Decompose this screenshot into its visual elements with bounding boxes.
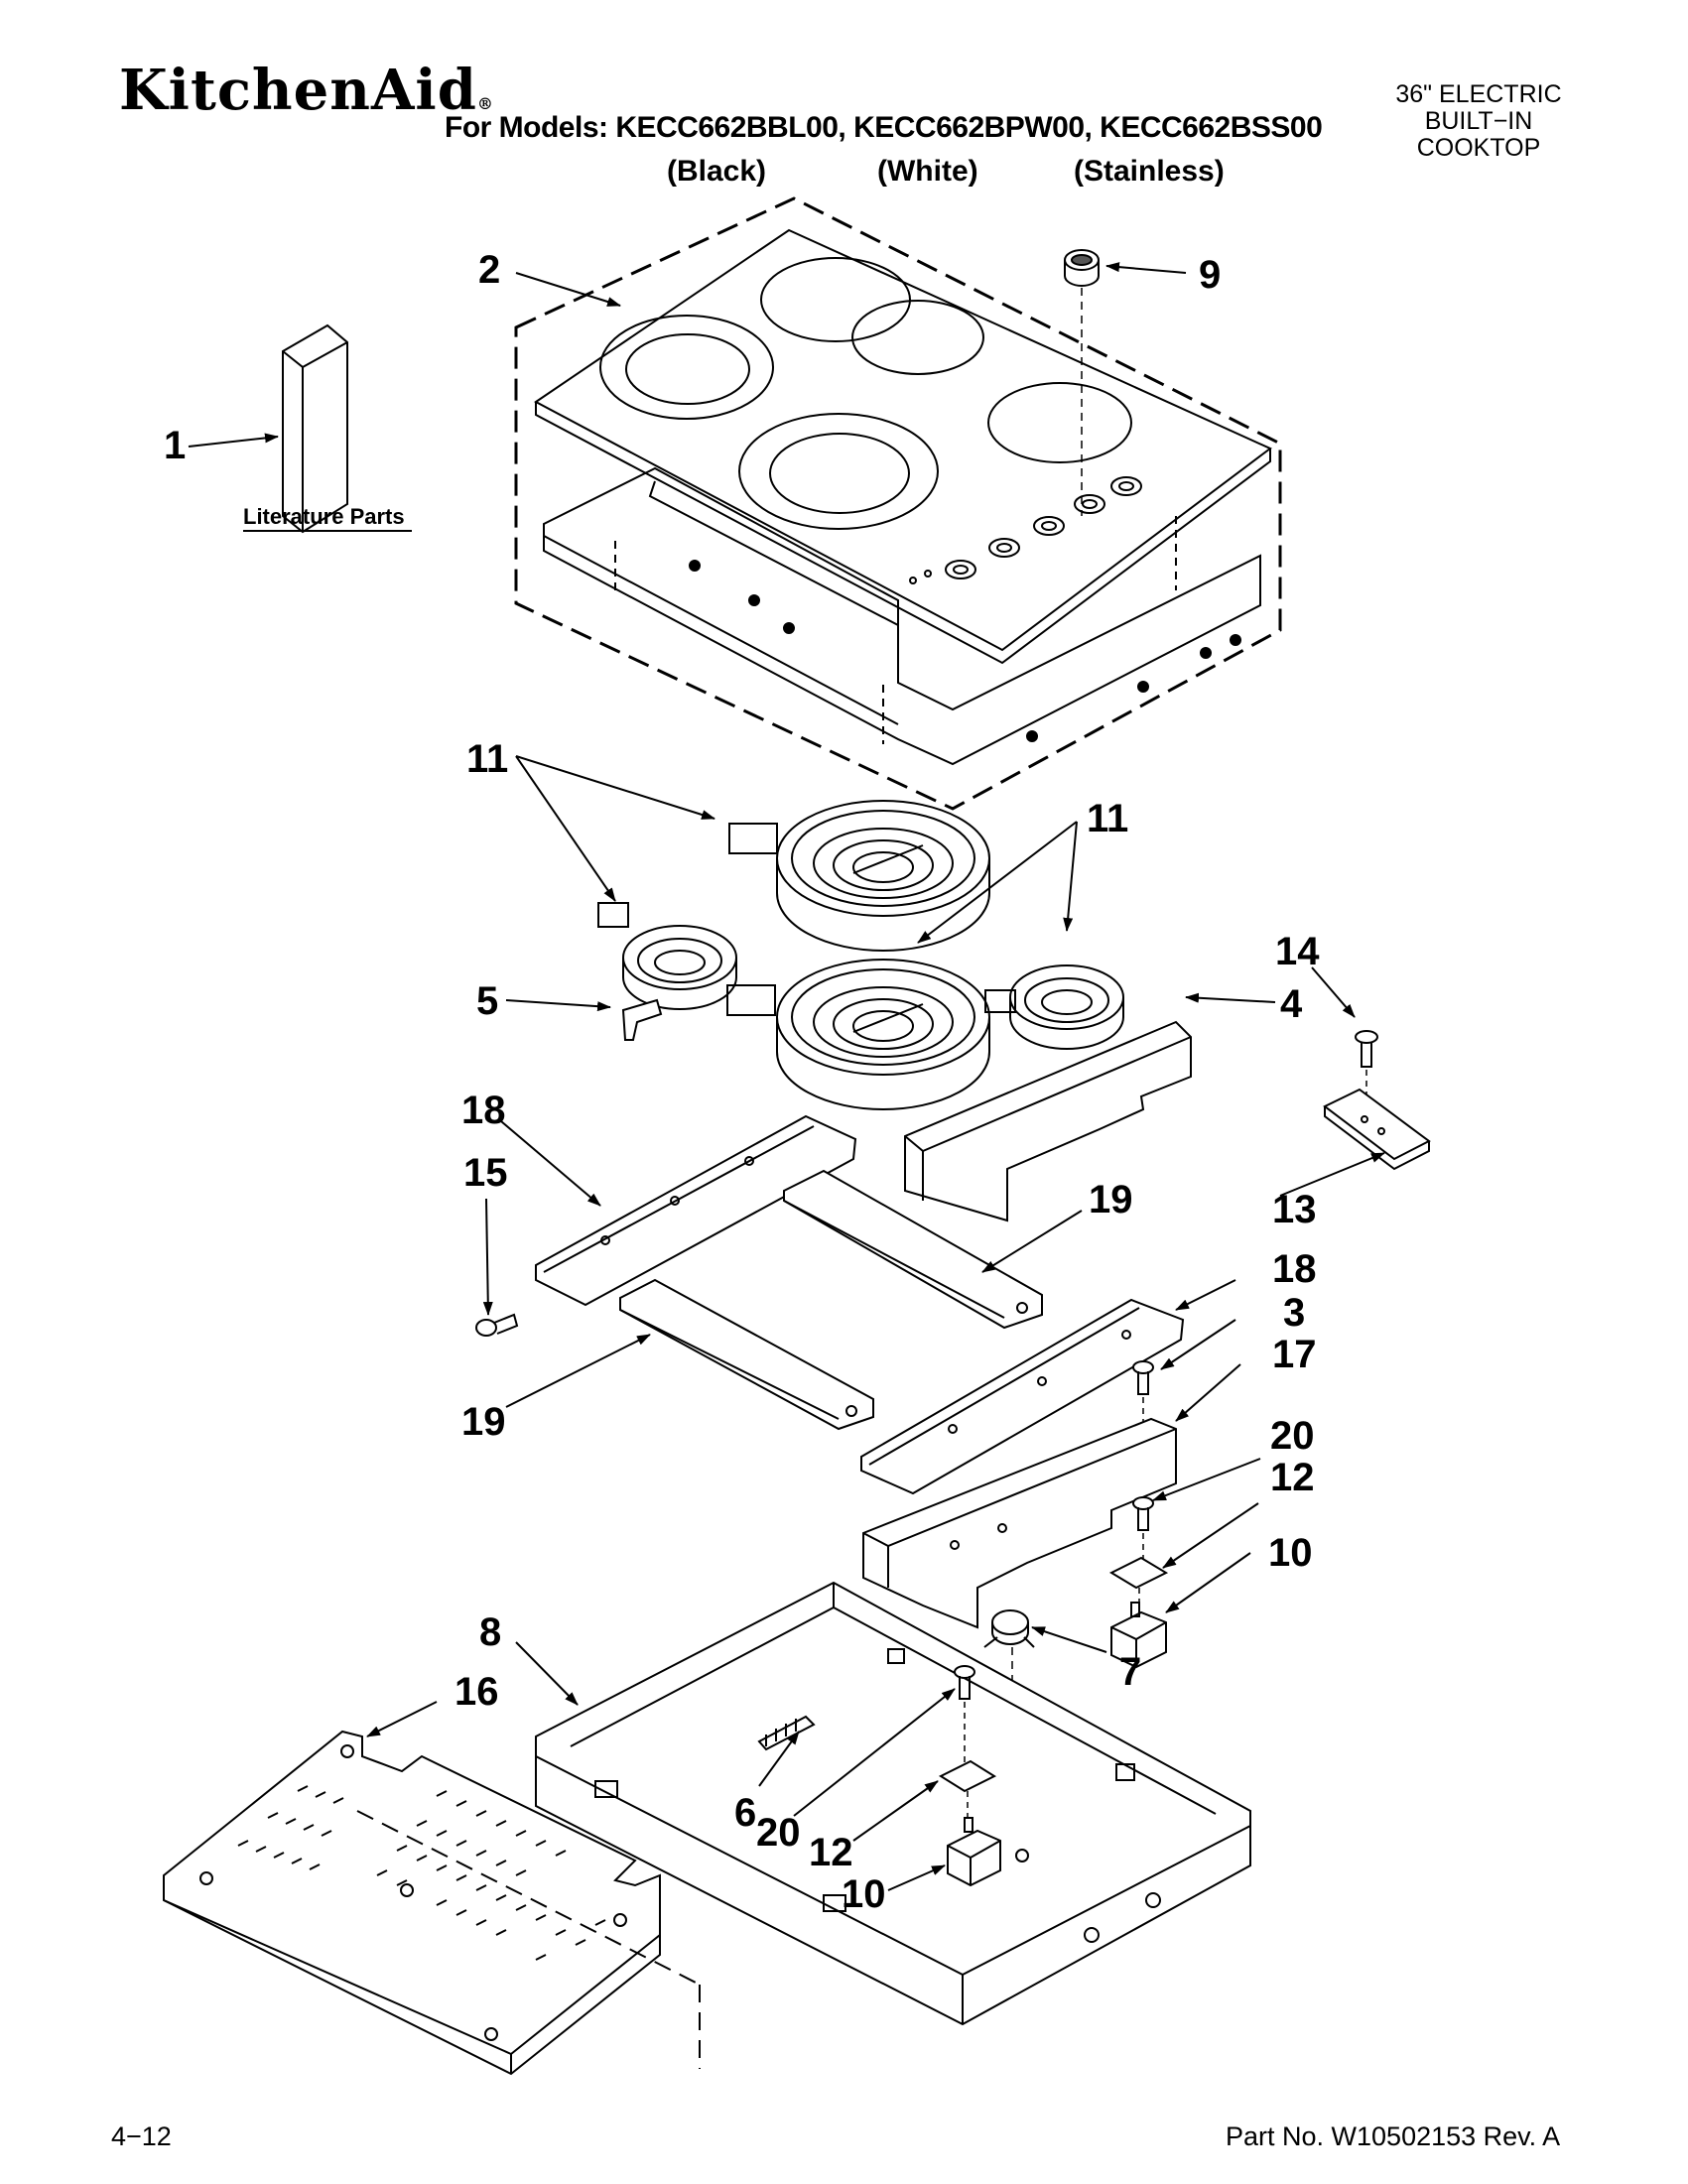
callout-19-lower: 19 — [461, 1400, 506, 1444]
callout-16: 16 — [454, 1670, 499, 1714]
brand-name: KitchenAid — [119, 58, 477, 123]
control-knob — [1064, 249, 1100, 287]
color-white: (White) — [877, 155, 978, 188]
plate-12-center — [938, 1759, 997, 1793]
callout-13: 13 — [1272, 1188, 1317, 1231]
product-line-3: COOKTOP — [1416, 134, 1541, 162]
models-line: For Models: KECC662BBL00, KECC662BPW00, … — [445, 111, 1323, 144]
control-bracket-17 — [862, 1417, 1177, 1629]
callout-1: 1 — [164, 424, 186, 467]
screw-3 — [1132, 1360, 1154, 1395]
callout-19-upper: 19 — [1089, 1178, 1133, 1221]
cooktop-frame — [543, 466, 1261, 766]
callout-11-left: 11 — [466, 737, 508, 781]
literature-parts — [282, 323, 348, 534]
plate-12-right — [1108, 1556, 1169, 1590]
callout-11-right: 11 — [1087, 797, 1128, 840]
callout-20-center: 20 — [756, 1811, 801, 1855]
callout-10-right: 10 — [1268, 1531, 1313, 1575]
product-line-2: BUILT−IN — [1424, 107, 1533, 135]
terminal-block-6 — [757, 1715, 816, 1751]
color-stainless: (Stainless) — [1074, 155, 1225, 188]
callout-12-right: 12 — [1270, 1456, 1315, 1499]
color-black: (Black) — [667, 155, 767, 188]
callout-2: 2 — [478, 248, 500, 292]
element-support-18-upper — [535, 1114, 857, 1307]
support-rail-19-upper — [783, 1169, 1043, 1330]
element-support-18-lower — [860, 1298, 1185, 1495]
bracket-13 — [1323, 1088, 1431, 1171]
switch-10-center — [947, 1817, 1001, 1887]
callout-10-center: 10 — [842, 1872, 886, 1916]
callout-18-lower: 18 — [1272, 1247, 1317, 1291]
screw-15 — [475, 1313, 519, 1337]
support-rail-19-lower — [619, 1278, 874, 1431]
callout-5: 5 — [476, 979, 498, 1023]
callout-15: 15 — [463, 1151, 508, 1195]
callout-18-upper: 18 — [461, 1089, 506, 1132]
callout-20-right: 20 — [1270, 1414, 1315, 1458]
radiant-surface-elements — [597, 800, 1124, 1110]
product-type: 36" ELECTRIC BUILT−IN COOKTOP — [1369, 81, 1588, 162]
callout-arrows — [188, 262, 1385, 1891]
screw-20-right — [1132, 1496, 1154, 1531]
callout-14: 14 — [1275, 930, 1320, 973]
element-shield — [904, 1020, 1192, 1222]
callout-7: 7 — [1119, 1650, 1141, 1694]
base-pan-8 — [535, 1581, 1251, 2026]
callout-4: 4 — [1280, 982, 1303, 1026]
bottom-cover-16 — [163, 1730, 661, 2076]
product-line-1: 36" ELECTRIC — [1395, 80, 1562, 108]
callout-12-center: 12 — [809, 1831, 853, 1874]
registered-mark: ® — [476, 94, 494, 113]
callout-17: 17 — [1272, 1333, 1317, 1376]
page-number: 4−12 — [111, 2121, 172, 2151]
kitchenaid-logo: KitchenAid® — [119, 58, 494, 123]
switch-10-right — [1110, 1602, 1167, 1669]
thermostat-7 — [983, 1609, 1035, 1648]
element-clip — [621, 998, 663, 1041]
screw-14 — [1355, 1030, 1378, 1068]
callout-9: 9 — [1199, 253, 1221, 297]
callout-3: 3 — [1283, 1291, 1305, 1335]
literature-parts-label: Literature Parts — [243, 504, 405, 529]
ceramic-glass-top — [534, 228, 1272, 665]
screw-20-center — [954, 1665, 975, 1700]
cooktop-assembly-outline — [514, 196, 1282, 811]
part-number: Part No. W10502153 Rev. A — [1226, 2121, 1561, 2151]
callout-8: 8 — [479, 1610, 501, 1654]
callout-6: 6 — [734, 1791, 756, 1835]
